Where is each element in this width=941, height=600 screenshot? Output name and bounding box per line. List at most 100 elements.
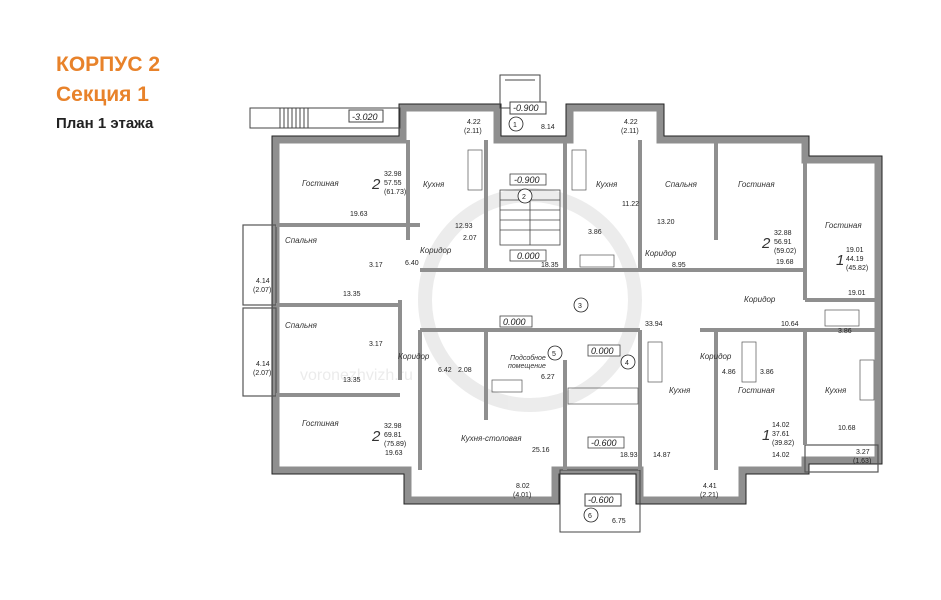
- apt-2-full: (75.89): [384, 441, 406, 448]
- marker-6: 6: [588, 513, 592, 520]
- apt-3-living: 32.88: [774, 230, 792, 237]
- apt-3-total: 56.91: [774, 239, 792, 246]
- apt-3-rooms: 2: [761, 235, 771, 252]
- apt-1-living: 32.98: [384, 171, 402, 178]
- area-vest: 18.93: [620, 452, 638, 459]
- room-kuhnya-tc: Кухня: [596, 180, 618, 189]
- room-gostinaya-tl: Гостиная: [302, 179, 339, 188]
- section-title: Секция 1: [56, 83, 149, 106]
- room-gostinaya-bl: Гостиная: [302, 419, 339, 428]
- room-koridor-r: Коридор: [744, 295, 776, 304]
- area-gost-r: 19.01: [848, 290, 866, 297]
- level-box-hall: [499, 315, 533, 328]
- room-gostinaya-r: Гостиная: [825, 221, 862, 230]
- interior-walls: [276, 140, 878, 470]
- area-b-bc2: 4.41: [703, 483, 717, 490]
- apartment-4: 1 19.01 44.19 (45.82): [836, 247, 868, 272]
- area-b-tl: 4.22: [467, 119, 481, 126]
- room-kuhnya-r: Кухня: [825, 386, 847, 395]
- apt-4-full: (45.82): [846, 265, 868, 272]
- area-kstol: 25.16: [532, 447, 550, 454]
- area-kuh-bc: 14.87: [653, 452, 671, 459]
- room-spalnya-tr: Спальня: [665, 180, 698, 189]
- apt-2-living: 32.98: [384, 423, 402, 430]
- level-stair-mid: 0.000: [517, 251, 540, 261]
- fixtures: [467, 149, 875, 405]
- level-vestibule: -0.600: [591, 438, 617, 448]
- area-b-l1-p: (2.07): [253, 287, 271, 294]
- markers: [508, 116, 636, 523]
- left-balconies: [242, 224, 277, 397]
- apt-4-rooms: 1: [836, 252, 844, 269]
- exterior-outline: [271, 103, 883, 505]
- room-spalnya-l2: Спальня: [285, 321, 318, 330]
- apartment-2: 2 32.98 69.81 (75.89): [371, 423, 406, 448]
- area-wc-r: 3.86: [838, 328, 852, 335]
- marker-4: 4: [625, 360, 629, 367]
- bottom-porch: [559, 469, 641, 533]
- room-kuhnya-stolovaya: Кухня-столовая: [461, 434, 522, 443]
- area-b-tr: 4.22: [624, 119, 638, 126]
- area-b-tl-p: (2.11): [464, 128, 482, 135]
- marker-2: 2: [522, 194, 526, 201]
- ramp: [249, 107, 401, 129]
- area-wc-l3b: 2.08: [458, 367, 472, 374]
- room-podsobnoe-1: Подсобное: [510, 354, 546, 362]
- area-b-l2: 4.14: [256, 361, 270, 368]
- area-b-bc: 8.02: [516, 483, 530, 490]
- room-podsobnoe-2: помещение: [508, 363, 546, 370]
- apt-4-total: 44.19: [846, 256, 864, 263]
- apt-1-total: 57.55: [384, 180, 402, 187]
- room-koridor-tr: Коридор: [645, 249, 677, 258]
- area-b-tr-p: (2.11): [621, 128, 639, 135]
- area-wc-l3: 6.42: [438, 367, 452, 374]
- building-title: КОРПУС 2: [56, 53, 160, 76]
- area-wc-tl: 2.07: [463, 235, 477, 242]
- area-kor-l1: 6.40: [405, 260, 419, 267]
- title-block: КОРПУС 2 Секция 1 План 1 этажа: [56, 50, 160, 136]
- area-porch-bottom: 6.75: [612, 518, 626, 525]
- apt-2-rooms: 2: [371, 428, 381, 445]
- area-pods: 6.27: [541, 374, 555, 381]
- right-balcony: [804, 444, 879, 473]
- area-b-bc-p: (4.01): [513, 492, 531, 499]
- watermark-text: voronezhvizh.ru: [300, 367, 413, 384]
- apartment-5: 1 14.02 37.61 (39.82): [762, 422, 794, 447]
- level-porch-bottom: -0.600: [588, 495, 614, 505]
- apartment-3: 2 32.88 56.91 (59.02): [761, 230, 796, 255]
- area-wc-br: 3.86: [760, 369, 774, 376]
- apartment-1: 2 32.98 57.55 (61.73): [371, 171, 406, 196]
- level-stair-top: -0.900: [514, 175, 540, 185]
- area-spal-tr: 13.20: [657, 219, 675, 226]
- area-wc-l1: 3.17: [369, 262, 383, 269]
- apt-5-living: 14.02: [772, 422, 790, 429]
- room-kuhnya-tl: Кухня: [423, 180, 445, 189]
- area-kuh-tl: 12.93: [455, 223, 473, 230]
- area-spal-l2: 13.35: [343, 377, 361, 384]
- apt-1-rooms: 2: [371, 176, 381, 193]
- apt-5-full: (39.82): [772, 440, 794, 447]
- area-spal-l1: 13.35: [343, 291, 361, 298]
- area-figures: 4.22 (2.11) 4.22 (2.11) 8.14 4.14 (2.07)…: [253, 119, 871, 525]
- room-gostinaya-br: Гостиная: [738, 386, 775, 395]
- apt-5-total: 37.61: [772, 431, 790, 438]
- room-kuhnya-bc: Кухня: [669, 386, 691, 395]
- marker-1: 1: [513, 122, 517, 129]
- apt-4-living: 19.01: [846, 247, 864, 254]
- area-kor-br: 4.86: [722, 369, 736, 376]
- area-gost-tr: 19.68: [776, 259, 794, 266]
- marker-3: 3: [578, 303, 582, 310]
- area-kor-tr: 8.95: [672, 262, 686, 269]
- marker-5: 5: [552, 351, 556, 358]
- plan-title: План 1 этажа: [56, 115, 154, 132]
- room-labels: Гостиная Спальня Спальня Коридор Коридор…: [285, 179, 862, 443]
- room-koridor-l1: Коридор: [420, 246, 452, 255]
- area-wc-tc: 3.86: [588, 229, 602, 236]
- area-b-l1: 4.14: [256, 278, 270, 285]
- apt-2-total: 69.81: [384, 432, 402, 439]
- level-ramp: -3.020: [352, 112, 378, 122]
- room-koridor-br: Коридор: [700, 352, 732, 361]
- area-porch-top: 8.14: [541, 124, 555, 131]
- area-gost-bl: 19.63: [385, 450, 403, 457]
